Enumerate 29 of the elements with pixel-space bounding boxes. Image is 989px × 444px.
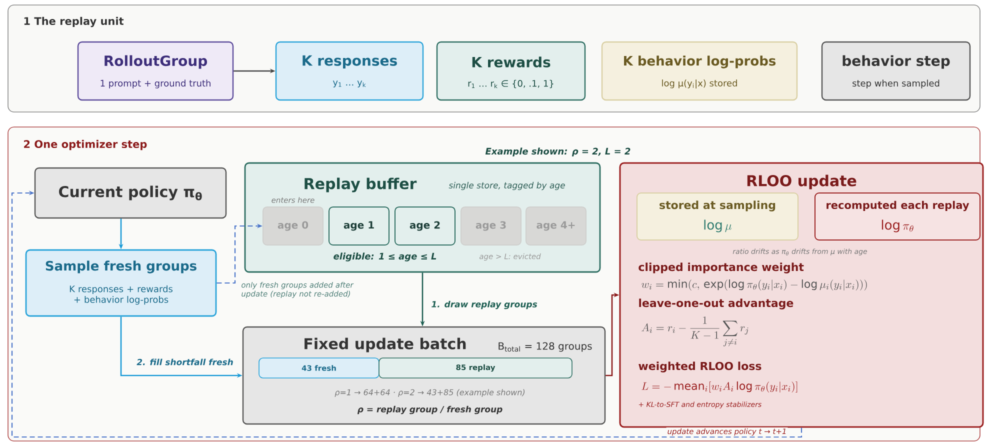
age-slot: age 3 (460, 206, 522, 246)
section-heading: leave-one-out advantage (639, 298, 794, 310)
policy-box: Current policy π$_{θ}$ (34, 167, 227, 219)
section-heading: weighted RLOO loss (638, 362, 762, 372)
unit-box: K behavior log-probs log μ(y$_{i}$|x) stored (601, 41, 798, 101)
panel-subtitle: single store, tagged by age (448, 182, 565, 190)
age-slot: age 4+ (526, 206, 586, 246)
age-slot: age 0 (262, 206, 324, 246)
formula: $A_i = r_i - \frac{1}{K-1}\sum_{j\neq i} r_j$ (642, 316, 748, 346)
note: ρ = replay group / fresh group (357, 406, 502, 414)
process-box: Sample fresh groups K responses + rewards + behavior log-probs (25, 249, 217, 317)
unit-box: behavior step step when sampled (821, 41, 971, 101)
age-slot: age 2 (394, 206, 456, 246)
note: Example shown: ρ = 2, L = 2 (485, 148, 630, 156)
formula: $\log\pi_\theta$ (882, 220, 914, 232)
note: ρ=1 → 64+64 · ρ=2 → 43+85 (example shown) (334, 389, 525, 397)
edge-label: 2. fill shortfall fresh (136, 358, 234, 366)
edge-label: 1. draw replay groups (430, 300, 538, 310)
formula: $L = -\,\mathrm{mean}_i[w_i A_i \log \pi_\theta(y_i|x_i)]$ (642, 381, 798, 393)
note: eligible: 1 ≤ age ≤ L (334, 252, 436, 262)
unit-box: K responses y$_{1}$ … y$_{k}$ (275, 41, 424, 101)
age-slot: age 1 (328, 206, 390, 246)
unit-box: RolloutGroup 1 prompt + ground truth (77, 41, 234, 101)
formula: $\log\mu$ (704, 220, 732, 232)
batch-size: B$_{total}$ = 128 groups (498, 342, 592, 352)
unit-box: K rewards r$_{1}$ … r$_{k}$ ∈ {0, .1, 1} (436, 41, 586, 101)
section-heading: clipped importance weight (638, 262, 804, 274)
arrow (11, 190, 802, 438)
formula: $w_i = \min(c,\, \exp(\log \pi_\theta(y_i|x_i) - \log \mu_i(y_i|x_i)))$ (642, 279, 867, 291)
